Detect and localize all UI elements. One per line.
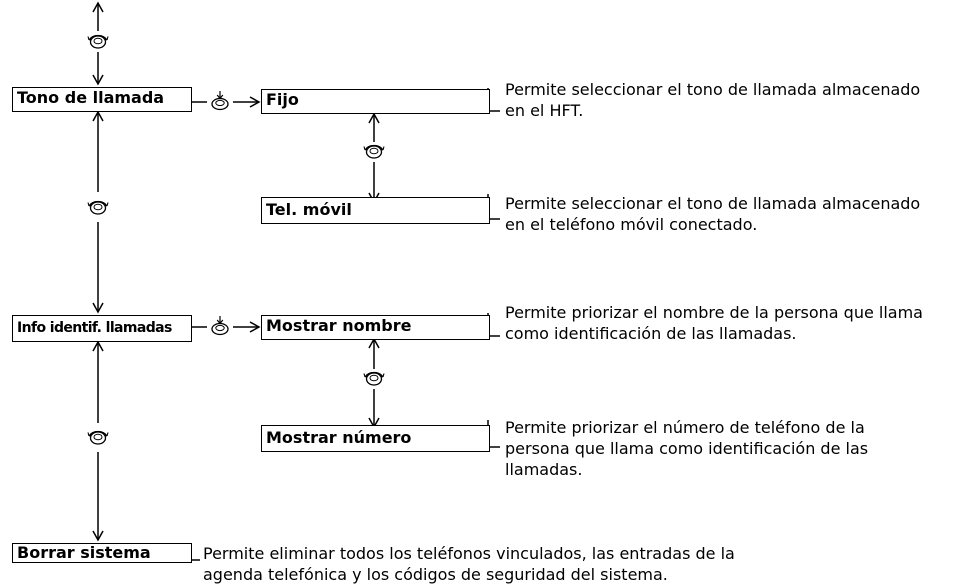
desc-mostrar-numero: Permite priorizar el número de teléfono … — [505, 417, 868, 480]
node-tono-de-llamada: Tono de llamada — [12, 87, 192, 112]
node-mostrar-numero: Mostrar número — [261, 425, 490, 452]
node-info-identif-llamadas: Info identif. llamadas — [12, 315, 192, 342]
press-knob-icon — [211, 315, 229, 336]
desc-line: Permite seleccionar el tono de llamada a… — [505, 194, 921, 213]
press-knob-icon — [211, 90, 229, 111]
desc-line: como identificación de las llamadas. — [505, 324, 797, 343]
desc-line: en el teléfono móvil conectado. — [505, 215, 758, 234]
desc-line: Permite eliminar todos los teléfonos vin… — [203, 544, 735, 563]
rotate-knob-icon — [87, 430, 109, 445]
rotate-knob-icon — [87, 200, 109, 215]
node-tel-movil: Tel. móvil — [261, 197, 490, 224]
rotate-knob-icon — [363, 144, 385, 159]
rotate-knob-icon — [87, 34, 109, 49]
desc-line: Permite seleccionar el tono de llamada a… — [505, 80, 921, 99]
node-fijo: Fijo — [261, 89, 490, 114]
desc-line: persona que llama como identificación de… — [505, 439, 869, 458]
desc-borrar-sistema: Permite eliminar todos los teléfonos vin… — [203, 543, 735, 585]
node-mostrar-nombre: Mostrar nombre — [261, 315, 490, 340]
node-borrar-sistema: Borrar sistema — [12, 543, 192, 563]
desc-fijo: Permite seleccionar el tono de llamada a… — [505, 79, 920, 121]
desc-line: llamadas. — [505, 460, 583, 479]
desc-tel-movil: Permite seleccionar el tono de llamada a… — [505, 193, 920, 235]
desc-mostrar-nombre: Permite priorizar el nombre de la person… — [505, 302, 923, 344]
desc-line: agenda telefónica y los códigos de segur… — [203, 565, 668, 584]
desc-line: Permite priorizar el número de teléfono … — [505, 418, 865, 437]
desc-line: en el HFT. — [505, 101, 584, 120]
desc-line: Permite priorizar el nombre de la person… — [505, 303, 923, 322]
rotate-knob-icon — [363, 371, 385, 386]
